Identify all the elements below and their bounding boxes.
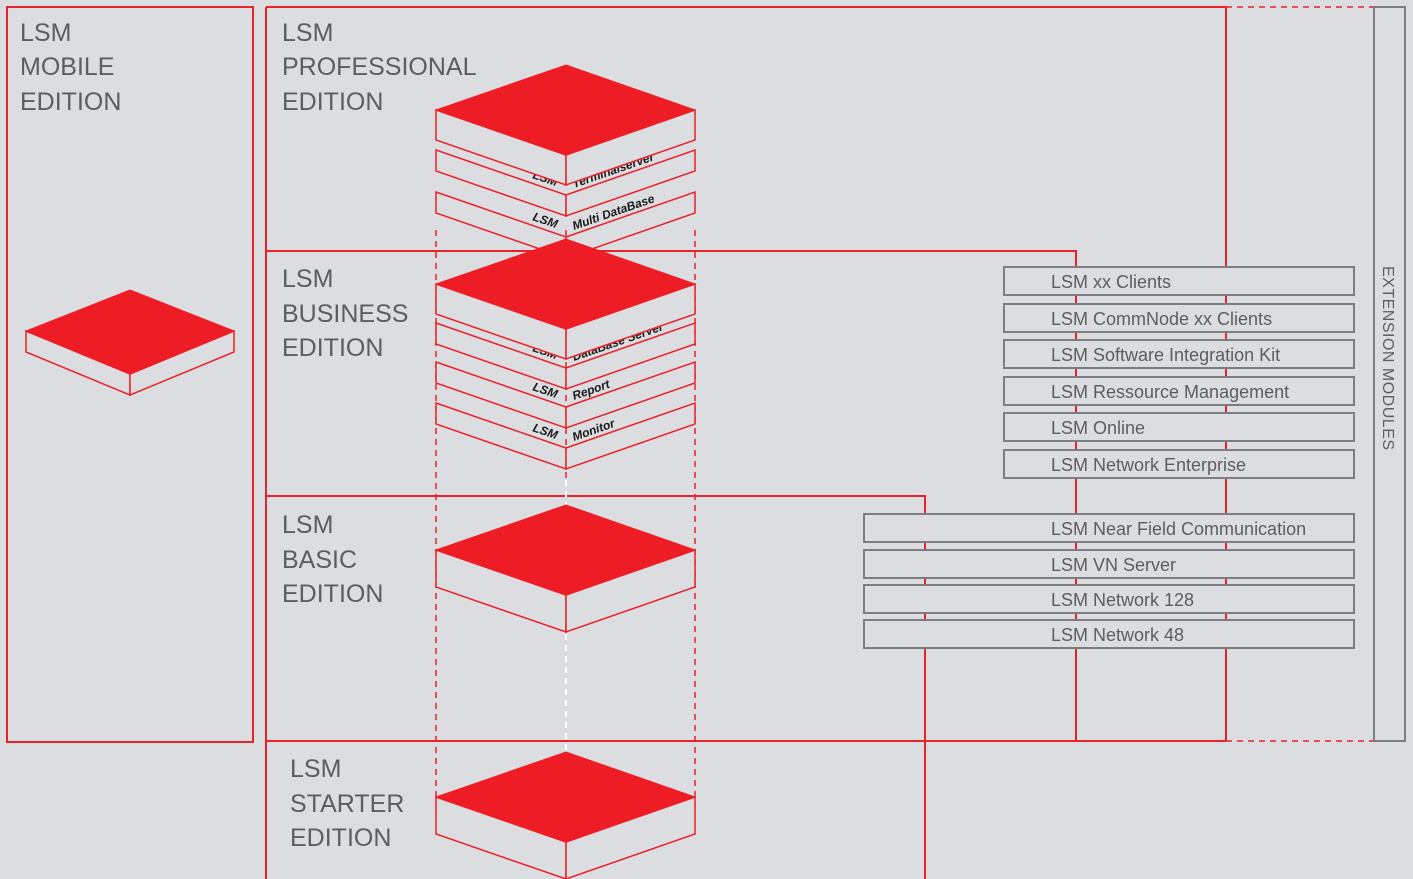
module-label: LSM Network 48 [1051, 625, 1184, 645]
layer-right-face [565, 360, 696, 430]
basic-slab [434, 504, 697, 634]
business-edition-label: LSM BUSINESS EDITION [282, 265, 415, 362]
module-label: LSM Network 128 [1051, 590, 1194, 610]
module-label: LSM Near Field Communication [1051, 519, 1306, 539]
edition-frames [265, 6, 1374, 879]
module-box [1003, 376, 1355, 406]
starter-slab [434, 751, 697, 879]
layer-right-face [565, 148, 696, 218]
mobile-edition-label: LSM MOBILE EDITION [20, 19, 121, 116]
module-box [863, 619, 1355, 649]
extension-modules-box [1373, 6, 1406, 742]
professional-edition-frame [265, 6, 1227, 879]
module-box [1003, 303, 1355, 333]
layer-right-face [565, 401, 696, 471]
module-label: LSM Ressource Management [1051, 382, 1289, 402]
module-label: LSM xx Clients [1051, 272, 1171, 292]
layer-right-face [565, 321, 696, 391]
starter-edition-label: LSM STARTER EDITION [290, 755, 411, 852]
module-box [863, 584, 1355, 614]
module-box [863, 549, 1355, 579]
module-label: LSM Network Enterprise [1051, 455, 1246, 475]
module-box [1003, 339, 1355, 369]
professional-slab [434, 64, 697, 187]
professional-edition-label: LSM PROFESSIONAL EDITION [282, 19, 483, 116]
business-slab [434, 238, 697, 361]
mobile-edition-frame [6, 6, 254, 743]
modules-upper: LSM xx Clients LSM CommNode xx Clients L… [1003, 266, 1355, 479]
extension-modules-label: EXTENSION MODULES [1379, 266, 1396, 451]
module-box [863, 513, 1355, 543]
module-label: LSM Software Integration Kit [1051, 345, 1280, 365]
module-box [1003, 449, 1355, 479]
module-label: LSM VN Server [1051, 555, 1176, 575]
slab-top-face [434, 238, 697, 330]
slab-top-face [434, 504, 697, 596]
module-label: LSM Online [1051, 418, 1145, 438]
modules-lower: LSM Near Field Communication LSM VN Serv… [863, 513, 1355, 649]
basic-edition-label: LSM BASIC EDITION [282, 511, 383, 608]
module-label: LSM CommNode xx Clients [1051, 309, 1272, 329]
mobile-slab [24, 289, 236, 397]
slab-top-face [434, 64, 697, 156]
basic-edition-frame [266, 495, 926, 879]
extension-connector [1226, 6, 1374, 742]
slab-top-face [434, 751, 697, 843]
module-box [1003, 266, 1355, 296]
module-box [1003, 412, 1355, 442]
